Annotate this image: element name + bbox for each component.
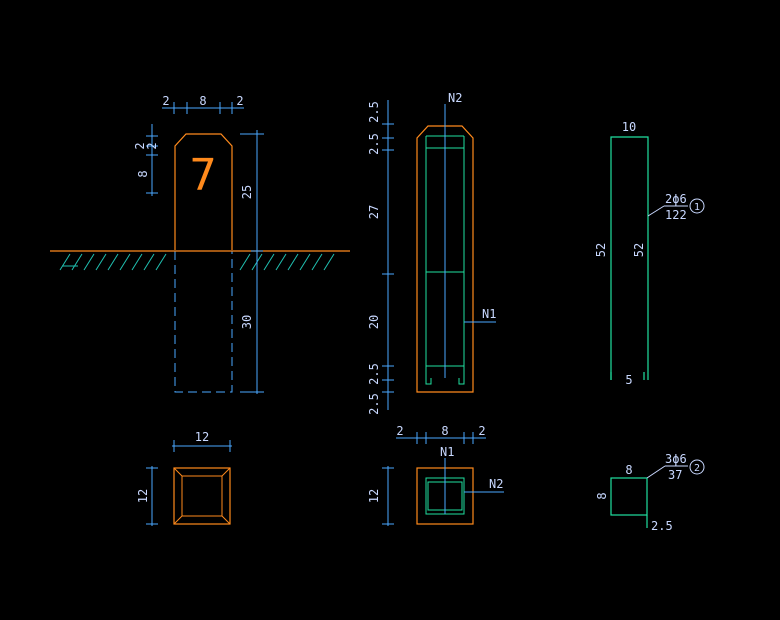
dim-top-right: 2 xyxy=(236,94,243,108)
bar1-shape xyxy=(610,136,649,380)
plan-left-dimensions xyxy=(146,440,232,526)
bar1-leader xyxy=(647,205,665,217)
plan-mid-dim-right: 2 xyxy=(478,424,485,438)
bar2-dim-hook: 2.5 xyxy=(651,519,673,533)
plan-left-width: 12 xyxy=(195,430,209,444)
ground-hatch xyxy=(59,253,335,271)
bar2-shape xyxy=(610,477,648,516)
bar1-spec: 2ϕ6 xyxy=(665,192,687,206)
pile-above-ground xyxy=(174,133,233,250)
dim-top-mid: 8 xyxy=(199,94,206,108)
elevation-right-dimension xyxy=(240,130,264,394)
bar1-dim-top: 10 xyxy=(622,120,636,134)
bar1-detail: 10 52 52 5 2ϕ6 122 1 xyxy=(594,120,705,387)
bar2-dim-left: 8 xyxy=(595,492,609,499)
section-view: N2 N1 2.5 2.5 27 20 2.5 2.5 xyxy=(367,91,496,415)
bar1-mark: 1 xyxy=(694,202,700,213)
pile-number-marker: 7 xyxy=(189,150,217,201)
plan-mid-dim-mid: 8 xyxy=(441,424,448,438)
section-dim-4: 20 xyxy=(367,315,381,329)
plan-left-height: 12 xyxy=(136,489,150,503)
bar2-mark-circle xyxy=(689,459,705,475)
elevation-left-dimension xyxy=(146,124,158,196)
dim-below-ground: 30 xyxy=(240,315,254,329)
plan-mid-dimensions xyxy=(382,432,486,526)
dim-left-b: 2 xyxy=(145,142,159,149)
elevation-view: 2 8 2 2 2 8 7 25 xyxy=(50,94,350,394)
section-dim-2: 2.5 xyxy=(367,133,381,155)
plan-left-outer xyxy=(173,467,231,525)
plan-mid-height: 12 xyxy=(367,489,381,503)
bar1-dim-bottom: 5 xyxy=(625,373,632,387)
bar2-length: 37 xyxy=(668,468,682,482)
bar2-mark: 2 xyxy=(694,463,700,474)
dim-top-left: 2 xyxy=(162,94,169,108)
label-n1-side: N1 xyxy=(482,307,496,321)
section-dim-6: 2.5 xyxy=(367,393,381,415)
plan-mid-view: 2 8 2 12 N1 N2 xyxy=(367,424,504,526)
plan-left-inner xyxy=(181,475,223,517)
plan-left-view: 12 12 xyxy=(136,430,232,526)
label-n2-top: N2 xyxy=(448,91,462,105)
plan-left-chamfer xyxy=(173,467,231,525)
dim-left-a: 2 xyxy=(133,142,147,149)
bar2-spec: 3ϕ6 xyxy=(665,452,687,466)
bar2-detail: 8 8 2.5 3ϕ6 37 2 xyxy=(595,452,705,533)
bar2-leader xyxy=(646,465,666,479)
section-dim-5: 2.5 xyxy=(367,363,381,385)
section-left-dimension xyxy=(382,100,394,410)
dim-above-ground: 25 xyxy=(240,185,254,199)
bar1-mark-circle xyxy=(689,198,705,214)
dim-left-c: 8 xyxy=(136,170,150,177)
elevation-top-dimension xyxy=(162,102,244,114)
plan-mid-label-n2: N2 xyxy=(489,477,503,491)
bar1-dim-left: 52 xyxy=(594,243,608,257)
bar2-dim-top: 8 xyxy=(625,463,632,477)
pile-below-ground xyxy=(174,251,233,393)
bar1-length: 122 xyxy=(665,208,687,222)
section-dim-3: 27 xyxy=(367,205,381,219)
section-outline xyxy=(416,125,474,393)
bar1-dim-right: 52 xyxy=(632,243,646,257)
plan-mid-dim-left: 2 xyxy=(396,424,403,438)
section-dim-1: 2.5 xyxy=(367,101,381,123)
plan-mid-label-n1: N1 xyxy=(440,445,454,459)
